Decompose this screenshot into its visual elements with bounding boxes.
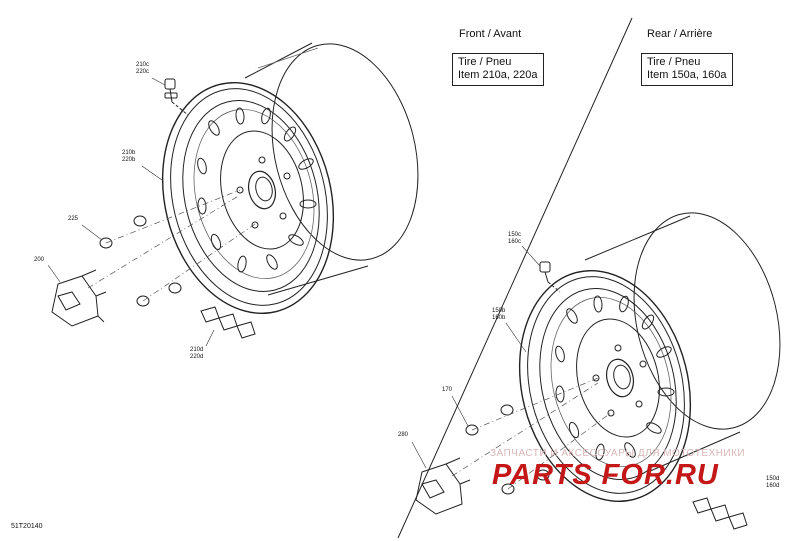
callout-rear-bolt: 150c 160c (508, 232, 521, 245)
front-guide-lines (87, 189, 259, 302)
callout-text: 160c (508, 238, 522, 245)
rear-center-cap (415, 457, 471, 515)
front-section-title: Front / Avant (459, 28, 522, 40)
callout-text: 160d (766, 482, 780, 489)
watermark-text: ЗАПЧАСТИ И АКСЕССУАРЫ ДЛЯ МОТОТЕХНИКИ (490, 448, 746, 459)
document-number: 51T20140 (11, 523, 43, 530)
rear-wheel-weights (692, 497, 748, 530)
callout-text: 150b (492, 308, 506, 314)
callout-text: 225 (68, 216, 79, 222)
front-tire-label: Tire / Pneu (458, 56, 512, 68)
callout-rear-nut: 170 (442, 387, 452, 394)
callout-text: 280 (398, 432, 409, 438)
front-valve-stem (164, 78, 189, 116)
callout-text: 210c (136, 62, 150, 68)
callout-front-bolt: 210c 220c (136, 62, 149, 75)
callout-front-cap: 200 (34, 257, 44, 264)
front-leaders (47, 77, 215, 347)
callout-text: 150c (508, 232, 522, 238)
callout-rear-weights: 150d 160d (766, 476, 779, 489)
front-wheel-weights (200, 306, 256, 339)
callout-text: 150d (766, 476, 780, 482)
rear-section-title: Rear / Arrière (647, 28, 713, 40)
callout-text: 220d (190, 353, 204, 360)
rear-tire-items: Item 150a, 160a (647, 69, 727, 81)
callout-text: 220c (136, 68, 150, 75)
front-tire-box: Tire / Pneu Item 210a, 220a (452, 53, 544, 86)
callout-rear-cap: 280 (398, 432, 408, 439)
watermark-brand: PARTS FOR.RU (492, 459, 719, 491)
front-lug-nuts (99, 215, 182, 307)
front-center-cap (51, 269, 107, 327)
front-tire-items: Item 210a, 220a (458, 69, 538, 81)
callout-text: 170 (442, 387, 453, 393)
rear-valve-stem (539, 261, 561, 293)
rear-wheel-rim (518, 212, 781, 502)
section-divider-line (397, 17, 633, 539)
callout-text: 210d (190, 347, 204, 353)
callout-rear-rim: 150b 160b (492, 308, 505, 321)
rear-guide-lines (451, 377, 613, 490)
rear-tire-label: Tire / Pneu (647, 56, 701, 68)
callout-text: 160b (492, 314, 506, 321)
callout-text: 220b (122, 156, 136, 163)
callout-text: 210b (122, 150, 136, 156)
callout-front-rim: 210b 220b (122, 150, 135, 163)
callout-front-weights: 210d 220d (190, 347, 203, 360)
rear-lug-nuts (465, 404, 550, 495)
rear-tire-box: Tire / Pneu Item 150a, 160a (641, 53, 733, 86)
callout-text: 200 (34, 257, 45, 263)
rear-leaders (411, 245, 541, 469)
front-wheel-rim (161, 42, 419, 314)
callout-front-nut: 225 (68, 216, 78, 223)
